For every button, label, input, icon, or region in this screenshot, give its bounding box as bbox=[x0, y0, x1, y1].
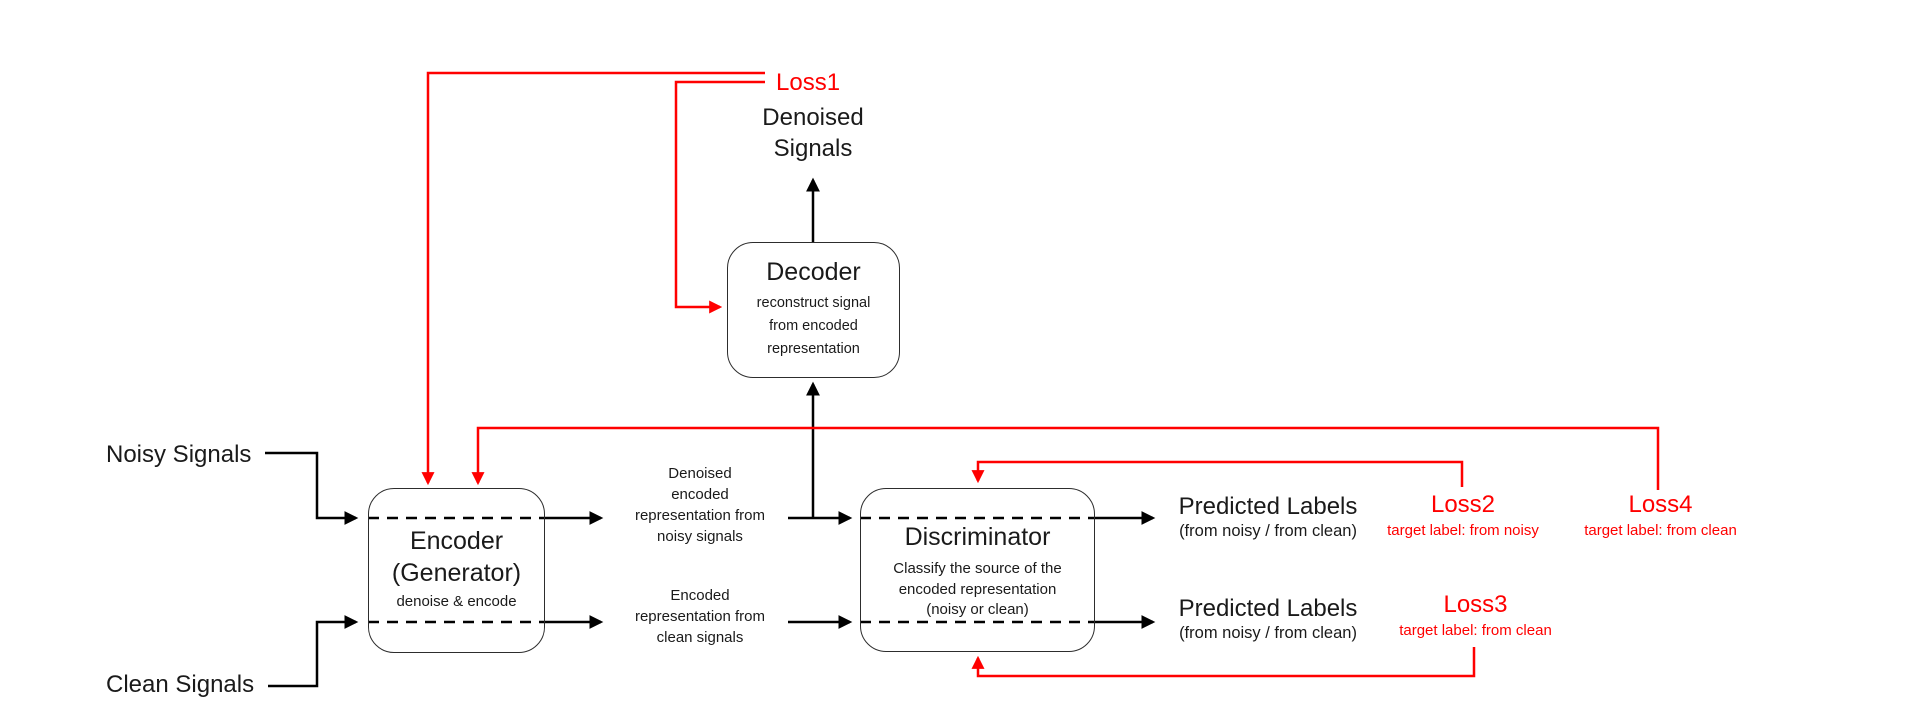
predicted-labels-row1-subtitle: (from noisy / from clean) bbox=[1179, 522, 1357, 540]
noisy-signals-label: Noisy Signals bbox=[106, 441, 252, 468]
loss2-label: Loss2 bbox=[1430, 491, 1496, 518]
discriminator-subtitle-line3: (noisy or clean) bbox=[926, 601, 1029, 618]
encoder-title-line2: (Generator) bbox=[391, 559, 522, 587]
clean-rep-line1: Encoded bbox=[670, 587, 730, 604]
encoder-title-line1: Encoder bbox=[409, 527, 504, 555]
wire-loss1-to-encoder bbox=[421, 71, 765, 486]
wire-clean-to-encoder bbox=[268, 615, 359, 688]
discriminator-box: Discriminator Classify the source of the… bbox=[860, 488, 1095, 652]
noisy-representation-label: Denoised encoded representation from noi… bbox=[605, 463, 795, 547]
wire-loss1-to-decoder bbox=[674, 80, 765, 314]
predicted-labels-row1: Predicted Labels (from noisy / from clea… bbox=[1163, 493, 1373, 541]
discriminator-subtitle: Classify the source of the encoded repre… bbox=[861, 559, 1094, 621]
predicted-labels-row2-subtitle: (from noisy / from clean) bbox=[1179, 624, 1357, 642]
loss4-target-label: target label: from clean bbox=[1584, 522, 1737, 539]
denoised-signals-label: Denoised Signals bbox=[735, 102, 891, 164]
decoder-subtitle-line1: reconstruct signal bbox=[756, 295, 871, 311]
decoder-subtitle-line3: representation bbox=[767, 341, 860, 357]
loss1-label: Loss1 bbox=[776, 69, 841, 96]
noisy-rep-line3: representation from bbox=[634, 507, 766, 524]
decoder-title: Decoder bbox=[766, 258, 861, 286]
encoder-box: Encoder (Generator) denoise & encode bbox=[368, 488, 545, 653]
discriminator-subtitle-line2: encoded representation bbox=[898, 580, 1057, 598]
decoder-subtitle-line2: from encoded bbox=[769, 318, 858, 334]
loss3-target-label: target label: from clean bbox=[1399, 622, 1552, 639]
predicted-labels-row1-title: Predicted Labels bbox=[1178, 493, 1358, 520]
wire-noisy-to-encoder bbox=[265, 451, 359, 525]
noisy-rep-line1: Denoised bbox=[668, 465, 732, 482]
denoised-signals-line1: Denoised bbox=[762, 104, 864, 131]
loss3-label: Loss3 bbox=[1443, 591, 1508, 618]
encoder-subtitle: denoise & encode bbox=[396, 593, 517, 610]
decoder-box: Decoder reconstruct signal from encoded … bbox=[727, 242, 900, 378]
discriminator-subtitle-line1: Classify the source of the bbox=[893, 560, 1062, 577]
loss4-block: Loss4 target label: from clean bbox=[1568, 491, 1753, 539]
predicted-labels-row2-title: Predicted Labels bbox=[1178, 595, 1358, 622]
wire-loss4-to-encoder bbox=[471, 426, 1660, 490]
denoised-signals-line2: Signals bbox=[773, 135, 853, 162]
clean-rep-line3: clean signals bbox=[656, 629, 744, 646]
wire-loss2-to-discriminator bbox=[971, 460, 1464, 487]
loss3-block: Loss3 target label: from clean bbox=[1383, 591, 1568, 639]
clean-signals-label: Clean Signals bbox=[106, 671, 255, 698]
clean-representation-label: Encoded representation from clean signal… bbox=[605, 585, 795, 648]
discriminator-title: Discriminator bbox=[904, 523, 1051, 551]
loss2-block: Loss2 target label: from noisy bbox=[1372, 491, 1554, 539]
noisy-rep-line2: encoded bbox=[671, 486, 729, 503]
predicted-labels-row2: Predicted Labels (from noisy / from clea… bbox=[1163, 595, 1373, 643]
loss2-target-label: target label: from noisy bbox=[1387, 522, 1539, 539]
decoder-subtitle: reconstruct signal from encoded represen… bbox=[728, 292, 899, 361]
noisy-rep-line4: noisy signals bbox=[657, 528, 743, 545]
wire-loss3-to-discriminator bbox=[971, 647, 1476, 678]
loss4-label: Loss4 bbox=[1628, 491, 1693, 518]
clean-rep-line2: representation from bbox=[634, 608, 766, 625]
